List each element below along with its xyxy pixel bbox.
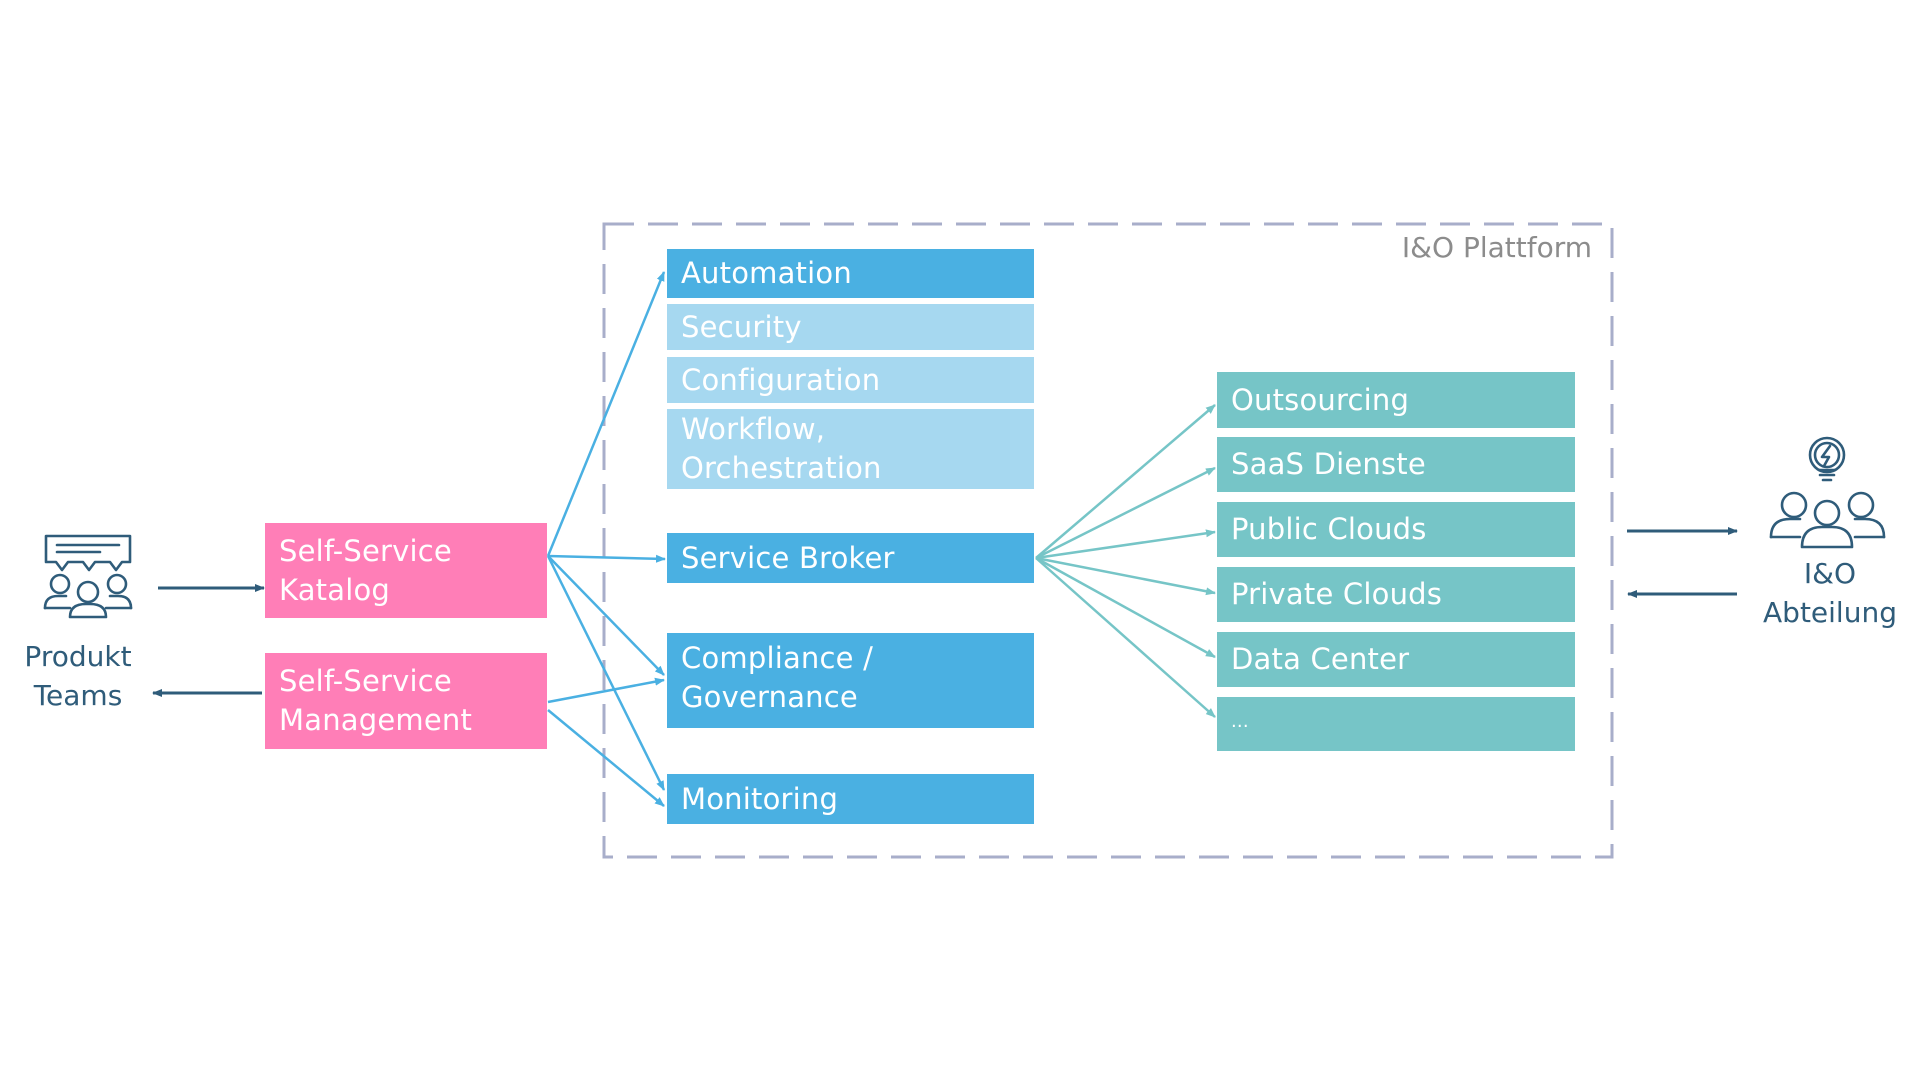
arrow-katalog-to-automation <box>546 271 666 557</box>
capability-security-label: Security <box>681 309 802 344</box>
provider-saas[interactable]: SaaS Dienste <box>1217 437 1575 492</box>
provider-saas-label: SaaS Dienste <box>1231 447 1426 481</box>
arrow-management-to-monitoring <box>547 709 665 807</box>
team-discussion-icon <box>43 534 133 619</box>
capability-workflow-label: Workflow, Orchestration <box>681 412 882 485</box>
arrow-broker-to-saas <box>1035 466 1216 560</box>
capability-automation-label: Automation <box>681 256 852 290</box>
capability-security[interactable]: Security <box>667 304 1034 350</box>
capability-configuration[interactable]: Configuration <box>667 357 1034 403</box>
self-service-katalog-label: Self-Service Katalog <box>279 533 452 607</box>
provider-more-label: ... <box>1231 711 1249 732</box>
provider-public-clouds-label: Public Clouds <box>1231 512 1427 546</box>
capability-monitoring-label: Monitoring <box>681 781 839 816</box>
arrow-broker-to-public-clouds <box>1035 529 1216 560</box>
arrow-broker-to-data-center <box>1035 556 1216 659</box>
arrow-broker-to-private-clouds <box>1035 556 1216 596</box>
capability-service-broker-label: Service Broker <box>681 540 895 575</box>
capability-automation[interactable]: Automation <box>667 249 1034 298</box>
capability-service-broker[interactable]: Service Broker <box>667 533 1034 583</box>
io-abteilung-label: I&O Abteilung <box>1763 557 1897 629</box>
arrow-katalog-to-compliance <box>547 555 665 676</box>
provider-data-center[interactable]: Data Center <box>1217 632 1575 687</box>
arrow-broker-to-outsourcing <box>1035 404 1216 559</box>
provider-private-clouds[interactable]: Private Clouds <box>1217 567 1575 622</box>
provider-more[interactable]: ... <box>1217 697 1575 751</box>
team-idea-lightbulb-icon <box>1769 436 1886 549</box>
provider-outsourcing-label: Outsourcing <box>1231 382 1410 417</box>
capability-compliance-label: Compliance / Governance <box>681 641 874 714</box>
capability-monitoring[interactable]: Monitoring <box>667 774 1034 824</box>
capability-workflow[interactable]: Workflow, Orchestration <box>667 409 1034 489</box>
self-service-management[interactable]: Self-Service Management <box>265 653 547 749</box>
provider-outsourcing[interactable]: Outsourcing <box>1217 372 1575 428</box>
self-service-management-label: Self-Service Management <box>279 664 473 737</box>
capability-compliance[interactable]: Compliance / Governance <box>667 633 1034 728</box>
capability-configuration-label: Configuration <box>681 362 881 397</box>
self-service-katalog[interactable]: Self-Service Katalog <box>265 523 547 618</box>
provider-data-center-label: Data Center <box>1231 642 1410 676</box>
arrow-katalog-to-service-broker <box>547 554 666 563</box>
provider-private-clouds-label: Private Clouds <box>1231 577 1443 611</box>
arrow-broker-to-more <box>1035 557 1216 718</box>
arrow-katalog-to-monitoring <box>546 555 666 791</box>
arrow-management-to-compliance <box>547 677 665 704</box>
platform-label: I&O Plattform <box>1401 231 1592 264</box>
platform-boundary <box>602 222 1614 859</box>
provider-public-clouds[interactable]: Public Clouds <box>1217 502 1575 557</box>
produkt-teams-label: Produkt Teams <box>24 640 132 712</box>
